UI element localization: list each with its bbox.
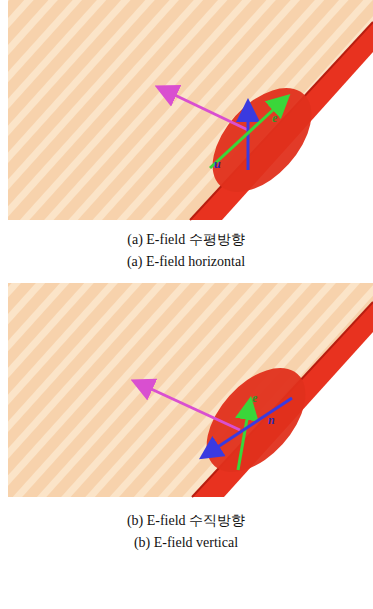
panel-b bbox=[8, 283, 373, 497]
vector-letter: n bbox=[268, 414, 275, 427]
figure-caption: (b) E-field vertical bbox=[134, 535, 238, 550]
figure-caption: (a) E-field 수평방향 bbox=[127, 232, 244, 247]
vector-letter: e bbox=[252, 392, 257, 405]
figure-caption: (a) E-field horizontal bbox=[127, 254, 245, 269]
panel-a bbox=[8, 0, 373, 220]
vector-letter: u bbox=[214, 158, 221, 171]
vector-letter: e bbox=[272, 112, 277, 125]
figure-caption: (b) E-field 수직방향 bbox=[127, 513, 245, 528]
